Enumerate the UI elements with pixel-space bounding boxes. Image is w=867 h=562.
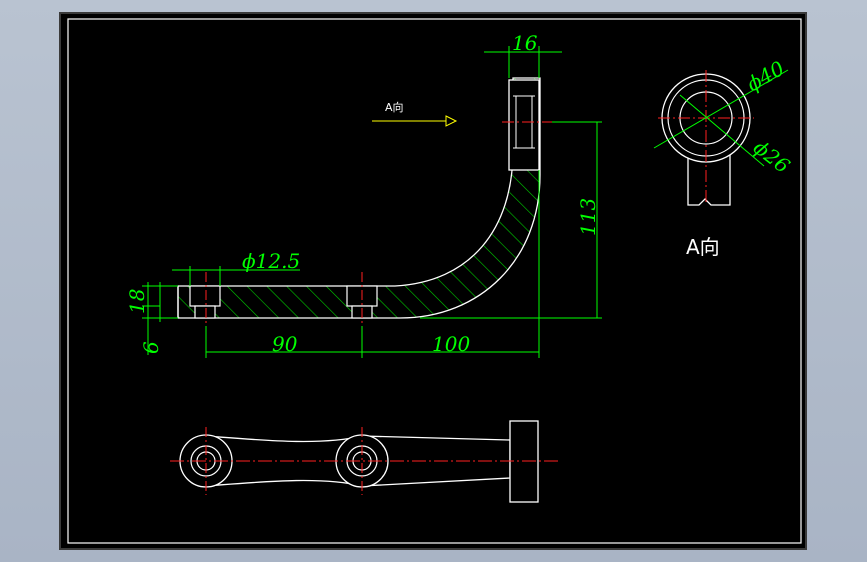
dim-90: 90 (272, 332, 298, 356)
arrow-label: A向 (385, 100, 404, 114)
hole-left (189, 285, 221, 307)
view-direction-arrow: A向 (372, 100, 458, 127)
dim-16: 16 (512, 31, 538, 55)
dim-phi-12-5: ϕ12.5 (242, 249, 300, 273)
top-boss (508, 79, 540, 171)
hole-left-through (194, 305, 216, 319)
dim-100: 100 (432, 332, 470, 356)
front-dimensions (142, 46, 602, 358)
dimension-labels: 16 ϕ12.5 18 6 90 100 113 (125, 31, 600, 356)
dim-6: 6 (139, 341, 163, 354)
dim-18: 18 (125, 289, 149, 314)
drawing-border (67, 18, 802, 544)
front-view (177, 77, 552, 326)
a-view-label: A向 (686, 235, 720, 259)
dim-113: 113 (576, 198, 600, 236)
top-view (170, 420, 560, 503)
